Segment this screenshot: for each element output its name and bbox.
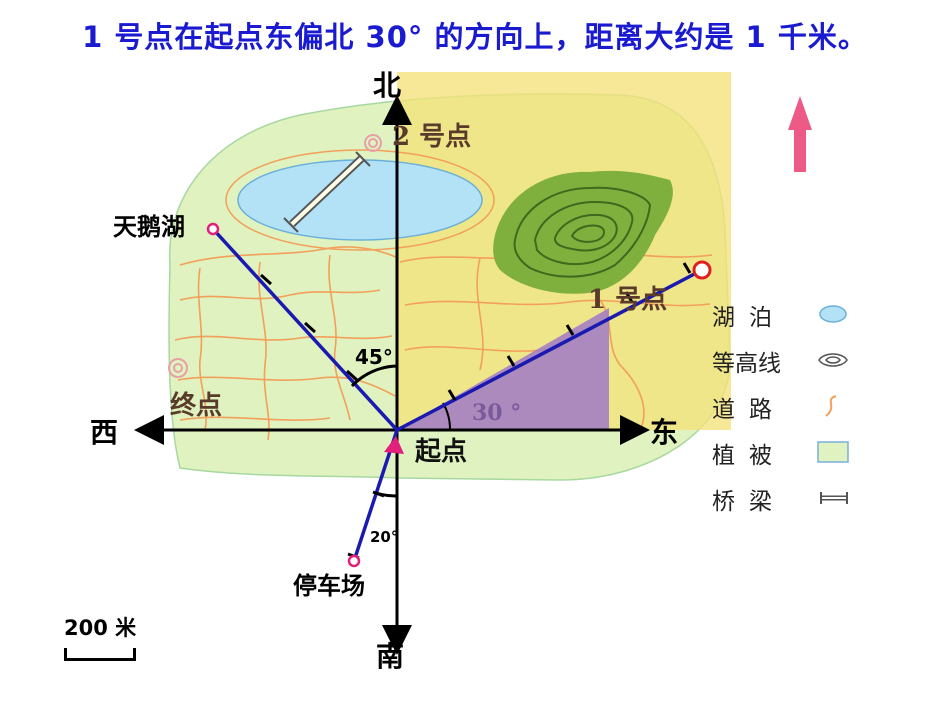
label-end: 终点 [170, 390, 222, 421]
route-swan-lake [211, 227, 399, 432]
legend-row-road: 道路 [712, 386, 862, 432]
lake-symbol-icon [819, 305, 847, 323]
start-marker-icon [384, 436, 404, 454]
bridge [283, 151, 371, 233]
label-point1: 1 号点 [588, 284, 667, 315]
end-point-marker [168, 358, 188, 378]
swan-lake-marker [206, 222, 220, 236]
legend-label-lake: 湖泊 [712, 305, 786, 331]
legend-label-vegetation: 植被 [712, 443, 786, 469]
angle-label-point1: 30 ° [472, 400, 521, 426]
vegetation-symbol-icon [817, 441, 849, 463]
legend-row-lake: 湖泊 [712, 294, 862, 340]
legend-row-bridge: 桥梁 [712, 478, 862, 524]
scale-label: 200 米 [64, 616, 137, 640]
point2-marker [364, 134, 382, 152]
contour-symbol-icon [818, 353, 848, 367]
route-point1 [396, 268, 703, 432]
north-arrow-icon [788, 96, 812, 172]
scale-bar [64, 648, 136, 661]
parking-marker [347, 554, 361, 568]
map-legend: 湖泊 等高线 道路 植被 桥梁 [712, 294, 862, 524]
angle-wedge-point1 [397, 308, 609, 430]
angle-label-swan-lake: 45° [355, 345, 393, 369]
lake [237, 159, 483, 241]
label-swan-lake: 天鹅湖 [113, 213, 185, 241]
label-south: 南 [376, 640, 404, 673]
contour-hill [493, 170, 673, 294]
angle-label-parking: 20° [370, 528, 398, 546]
lake-shore-road [225, 149, 495, 251]
legend-row-contour: 等高线 [712, 340, 862, 386]
angle-arc-swan-lake [350, 364, 398, 388]
problem-title: 1 号点在起点东偏北 30° 的方向上，距离大约是 1 千米。 [82, 20, 868, 54]
label-north: 北 [373, 69, 401, 102]
bridge-symbol-icon [820, 492, 848, 504]
label-parking: 停车场 [293, 572, 365, 600]
legend-label-road: 道路 [712, 397, 786, 423]
legend-label-contour: 等高线 [712, 351, 781, 377]
road-symbol-icon [825, 395, 837, 417]
legend-row-vegetation: 植被 [712, 432, 862, 478]
legend-label-bridge: 桥梁 [712, 489, 786, 515]
label-east: 东 [650, 416, 678, 449]
label-west: 西 [90, 416, 118, 449]
point1-marker [692, 260, 712, 280]
label-start: 起点 [415, 436, 467, 467]
label-point2: 2 号点 [392, 121, 471, 152]
angle-arc-parking [375, 491, 398, 498]
compass-axes [134, 95, 650, 655]
